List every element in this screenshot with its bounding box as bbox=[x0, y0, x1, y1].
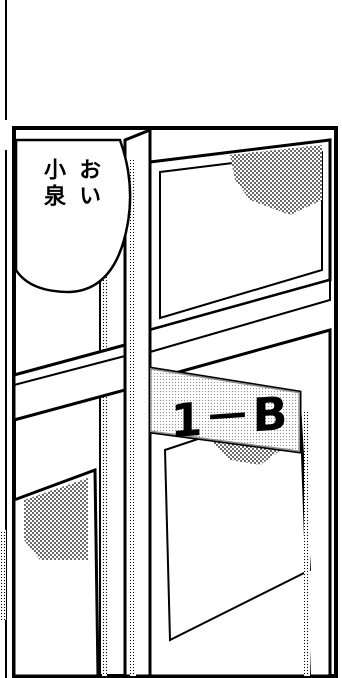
upper-window bbox=[148, 138, 332, 354]
speech-column-left: 小泉 bbox=[40, 158, 65, 210]
left-beam bbox=[12, 343, 127, 422]
door-sign-plate bbox=[148, 366, 302, 454]
speech-bubble-shape bbox=[14, 138, 132, 294]
speech-column-right: おい bbox=[75, 158, 101, 210]
lower-left-window bbox=[12, 467, 100, 678]
door-sign-label: 1－B bbox=[170, 385, 290, 449]
speech-bubble-text: おい 小泉 bbox=[30, 158, 110, 210]
left-strip bbox=[0, 0, 7, 678]
